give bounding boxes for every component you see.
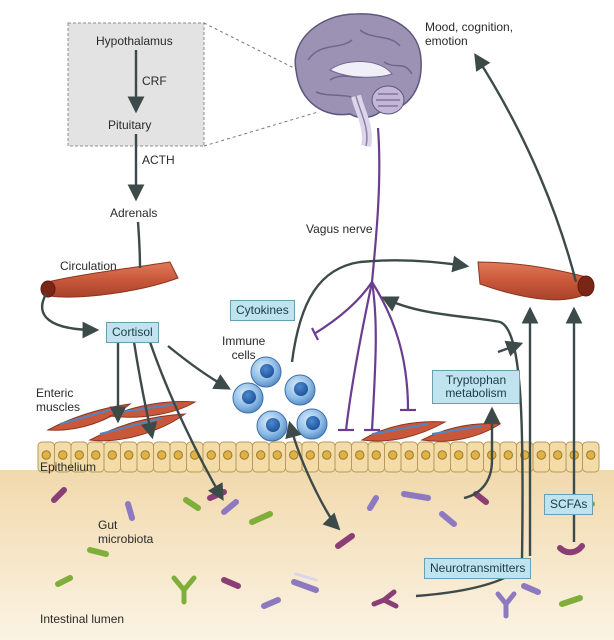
- label-acth: ACTH: [142, 153, 175, 167]
- gut-microbiota: [51, 487, 595, 619]
- epithelial-nucleus: [404, 450, 414, 460]
- enteric-line-1: Enteric: [36, 386, 74, 400]
- enteric-line-2: muscles: [36, 400, 81, 414]
- epithelial-nucleus: [206, 450, 216, 460]
- pathway-arrows: [40, 50, 583, 598]
- gut-line-2: microbiota: [98, 532, 154, 546]
- immune-line-2: cells: [231, 348, 256, 362]
- label-pituitary: Pituitary: [108, 118, 152, 132]
- box-neurotransmitters: Neurotransmitters: [424, 558, 532, 579]
- label-vagus-nerve: Vagus nerve: [306, 222, 373, 236]
- epithelial-nucleus: [454, 450, 464, 460]
- epithelial-nucleus: [223, 450, 233, 460]
- epithelial-nucleus: [41, 450, 51, 460]
- epithelial-nucleus: [586, 450, 596, 460]
- epithelial-nucleus: [58, 450, 68, 460]
- mood-line-2: emotion: [425, 34, 468, 48]
- label-hypothalamus: Hypothalamus: [96, 34, 173, 48]
- mood-line-1: Mood, cognition,: [425, 20, 514, 34]
- epithelial-nucleus: [256, 450, 266, 460]
- epithelial-nucleus: [421, 450, 431, 460]
- label-immune-cells: Immune cells: [222, 334, 265, 362]
- blood-vessel-right: [477, 261, 595, 301]
- tryptophan-line-2: metabolism: [445, 386, 507, 400]
- epithelial-nucleus: [355, 450, 365, 460]
- epithelial-nucleus: [503, 450, 513, 460]
- epithelial-nucleus: [371, 450, 381, 460]
- immune-cells: [232, 356, 328, 442]
- label-epithelium: Epithelium: [40, 460, 97, 474]
- label-crf: CRF: [142, 74, 167, 88]
- blood-vessel-left: [40, 261, 179, 298]
- brain-illustration: [294, 13, 422, 148]
- label-circulation: Circulation: [60, 259, 117, 273]
- epithelial-nucleus: [107, 450, 117, 460]
- gut-line-1: Gut: [98, 518, 118, 532]
- box-tryptophan-metabolism: Tryptophan metabolism: [432, 370, 520, 404]
- epithelial-nucleus: [91, 450, 101, 460]
- label-enteric-muscles: Enteric muscles: [36, 386, 80, 414]
- epithelial-nucleus: [470, 450, 480, 460]
- epithelial-nucleus: [289, 450, 299, 460]
- epithelial-nucleus: [157, 450, 167, 460]
- label-adrenals: Adrenals: [110, 206, 158, 220]
- box-cytokines: Cytokines: [230, 300, 295, 321]
- epithelial-nucleus: [322, 450, 332, 460]
- epithelial-nucleus: [74, 450, 84, 460]
- tryptophan-line-1: Tryptophan: [445, 373, 507, 387]
- epithelial-nucleus: [173, 450, 183, 460]
- epithelial-nucleus: [140, 450, 150, 460]
- epithelial-nucleus: [536, 450, 546, 460]
- epithelial-nucleus: [437, 450, 447, 460]
- epithelial-nucleus: [305, 450, 315, 460]
- vagus-nerve: [311, 127, 416, 432]
- epithelium-cells: [37, 441, 600, 473]
- epithelial-nucleus: [338, 450, 348, 460]
- epithelial-nucleus: [553, 450, 563, 460]
- box-scfas: SCFAs: [544, 494, 594, 515]
- epithelial-nucleus: [272, 450, 282, 460]
- label-mood-cognition-emotion: Mood, cognition, emotion: [425, 20, 513, 48]
- epithelial-nucleus: [388, 450, 398, 460]
- epithelial-nucleus: [239, 450, 249, 460]
- epithelial-nucleus: [124, 450, 134, 460]
- immune-line-1: Immune: [222, 334, 266, 348]
- label-intestinal-lumen: Intestinal lumen: [40, 612, 125, 626]
- label-gut-microbiota: Gut microbiota: [98, 518, 153, 546]
- box-cortisol: Cortisol: [106, 322, 159, 343]
- enteric-muscle-cells: [46, 401, 502, 442]
